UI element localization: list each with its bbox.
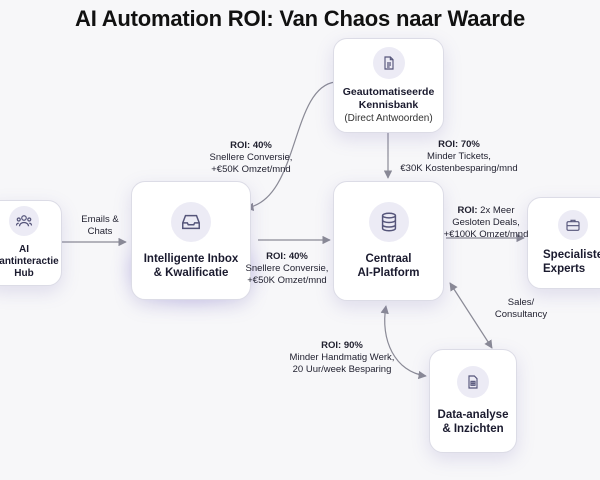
edge-label-platform-experts: ROI: 2x Meer Gesloten Deals, +€100K Omze… [440, 205, 532, 241]
edge-text: Sales/ Consultancy [494, 297, 548, 320]
edge-text: Emails & Chats [81, 214, 119, 237]
edge-text: Snellere Conversie, +€50K Omzet/mnd [209, 152, 293, 175]
edge-roi: ROI: 40% [266, 251, 308, 262]
edge-roi: ROI: 40% [230, 140, 272, 151]
node-data-analyse[interactable]: Data-analyse & Inzichten [429, 349, 517, 453]
node-centraal-platform[interactable]: Centraal AI-Platform [333, 181, 444, 301]
document-icon [372, 46, 405, 79]
node-kennisbank[interactable]: Geautomatiseerde Kennisbank (Direct Antw… [333, 38, 444, 133]
spreadsheet-icon [457, 366, 489, 398]
briefcase-icon [558, 210, 588, 240]
node-label: Centraal AI-Platform [357, 253, 420, 279]
node-intelligente-inbox[interactable]: Intelligente Inbox & Kwalificatie [131, 181, 251, 300]
node-klantinteractie-hub[interactable]: AI Klantinteractie Hub [0, 200, 62, 286]
edge-roi: ROI: 90% [321, 340, 363, 351]
users-icon [9, 206, 39, 236]
page-title: AI Automation ROI: Van Chaos naar Waarde [75, 6, 525, 31]
edge-roi-rest: 2x Meer [477, 205, 515, 216]
edge-label-kb-inbox: ROI: 40% Snellere Conversie, +€50K Omzet… [196, 140, 306, 176]
node-specialisten-experts[interactable]: Specialisten/ Experts [527, 197, 600, 289]
edge-text: Gesloten Deals, +€100K Omzet/mnd [443, 217, 529, 240]
edge-roi: ROI: [457, 205, 478, 216]
edge-experts-data [449, 282, 493, 349]
node-label: AI Klantinteractie Hub [0, 244, 59, 279]
node-label: Specialisten/ Experts [543, 249, 600, 275]
edge-text: Snellere Conversie, +€50K Omzet/mnd [245, 263, 329, 286]
node-label: Data-analyse & Inzichten [437, 409, 509, 435]
inbox-tray-icon [171, 201, 211, 242]
edge-label-hub-inbox: Emails & Chats [72, 214, 128, 238]
edge-label-inbox-platform: ROI: 40% Snellere Conversie, +€50K Omzet… [234, 251, 340, 287]
edge-text: Minder Handmatig Werk, 20 Uur/week Bespa… [289, 352, 395, 375]
node-sublabel: (Direct Antwoorden) [344, 112, 433, 124]
edge-label-kb-platform: ROI: 70% Minder Tickets, €30K Kostenbesp… [386, 139, 532, 175]
node-label: Geautomatiseerde Kennisbank [342, 85, 435, 111]
edge-roi: ROI: 70% [438, 139, 480, 150]
database-icon [368, 202, 409, 242]
edge-label-platform-data: ROI: 90% Minder Handmatig Werk, 20 Uur/w… [282, 340, 402, 376]
edge-label-experts-data: Sales/ Consultancy [488, 297, 554, 321]
edge-kb-inbox [245, 81, 336, 212]
node-label: Intelligente Inbox & Kwalificatie [143, 252, 239, 279]
edge-platform-data [380, 305, 427, 380]
edge-text: Minder Tickets, €30K Kostenbesparing/mnd [400, 151, 518, 174]
